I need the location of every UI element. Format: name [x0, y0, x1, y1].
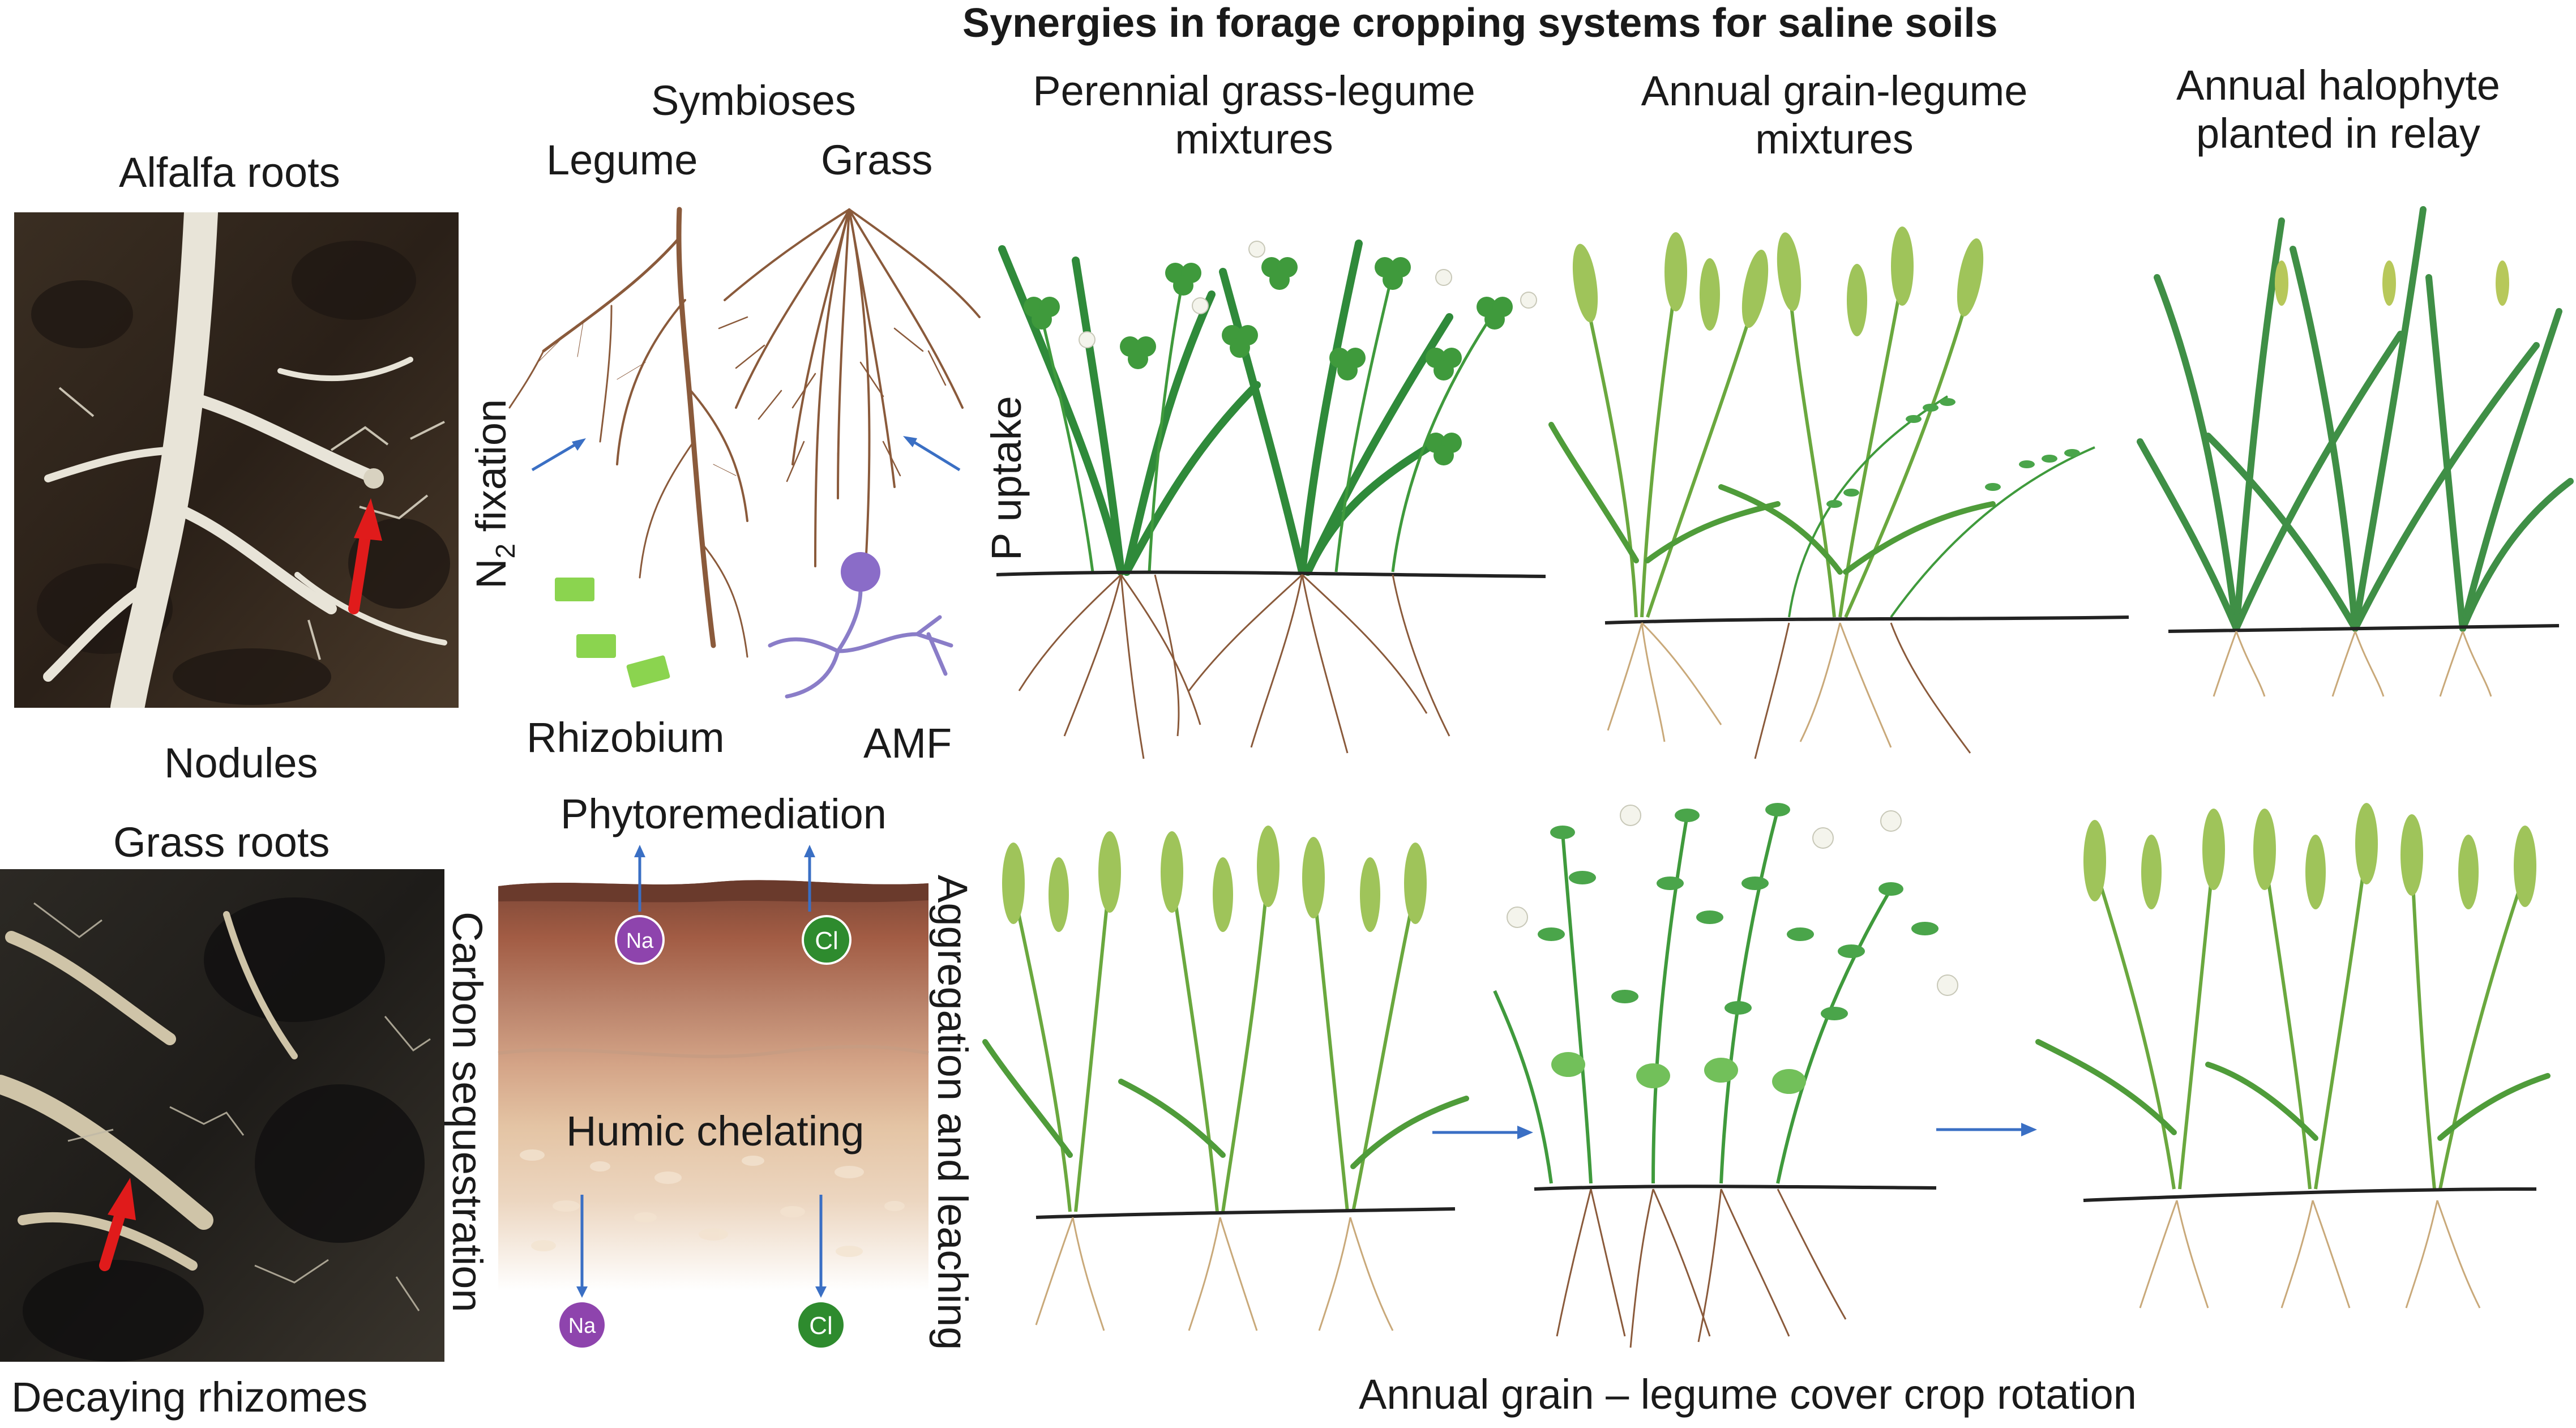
- figure-title: Synergies in forage cropping systems for…: [962, 1, 1998, 46]
- label-rhizobium: Rhizobium: [527, 714, 725, 761]
- rotation-arrow-2: [1936, 1123, 2037, 1136]
- soil-profile-diagram: Na Cl Na Cl: [498, 845, 929, 1350]
- rotation-grain-1-illustration: [982, 826, 1469, 1331]
- label-nodules: Nodules: [164, 739, 318, 786]
- svg-text:Na: Na: [568, 1314, 596, 1338]
- label-symbioses: Symbioses: [651, 77, 856, 124]
- svg-text:Cl: Cl: [809, 1312, 833, 1340]
- label-grass: Grass: [821, 136, 933, 183]
- label-alfalfa-roots: Alfalfa roots: [119, 149, 340, 196]
- label-carbon-sequestration: Carbon sequestration: [444, 912, 491, 1312]
- rotation-legume-illustration: [1493, 803, 1958, 1348]
- annual-grain-legume-illustration: [1548, 226, 2129, 759]
- svg-text:Cl: Cl: [815, 927, 838, 955]
- label-perennial-grass-legume: Perennial grass-legume mixtures: [1033, 67, 1475, 163]
- label-n2-fixation: N2 fixation: [468, 399, 521, 589]
- label-annual-halophyte: Annual halophyte planted in relay: [2176, 62, 2500, 157]
- label-phytoremediation: Phytoremediation: [560, 790, 887, 837]
- rotation-grain-2-illustration: [2035, 803, 2551, 1309]
- cl-ion-bottom: Cl: [796, 1300, 846, 1350]
- symbioses-root-diagram: [508, 207, 981, 699]
- label-legume: Legume: [546, 136, 698, 183]
- na-ion-top: Na: [615, 915, 665, 965]
- label-grass-roots: Grass roots: [113, 819, 330, 866]
- grass-roots-photo: [0, 869, 444, 1362]
- annual-halophyte-illustration: [2137, 206, 2574, 697]
- label-aggregation-leaching: Aggregation and leaching: [929, 875, 976, 1350]
- svg-text:Na: Na: [626, 929, 654, 953]
- nodule-arrow-top: [348, 498, 382, 614]
- rotation-arrow-1: [1432, 1126, 1533, 1139]
- label-amf: AMF: [863, 720, 952, 767]
- label-decaying-rhizomes: Decaying rhizomes: [11, 1374, 368, 1421]
- nodule-arrow-bottom: [99, 1178, 136, 1271]
- alfalfa-roots-photo: [14, 212, 459, 708]
- na-ion-bottom: Na: [557, 1300, 607, 1350]
- perennial-grass-legume-illustration: [996, 240, 1546, 759]
- label-rotation: Annual grain – legume cover crop rotatio…: [1359, 1371, 2137, 1418]
- label-annual-grain-legume: Annual grain-legume mixtures: [1641, 67, 2028, 163]
- label-humic-chelating: Humic chelating: [566, 1108, 865, 1155]
- cl-ion-top: Cl: [802, 915, 851, 965]
